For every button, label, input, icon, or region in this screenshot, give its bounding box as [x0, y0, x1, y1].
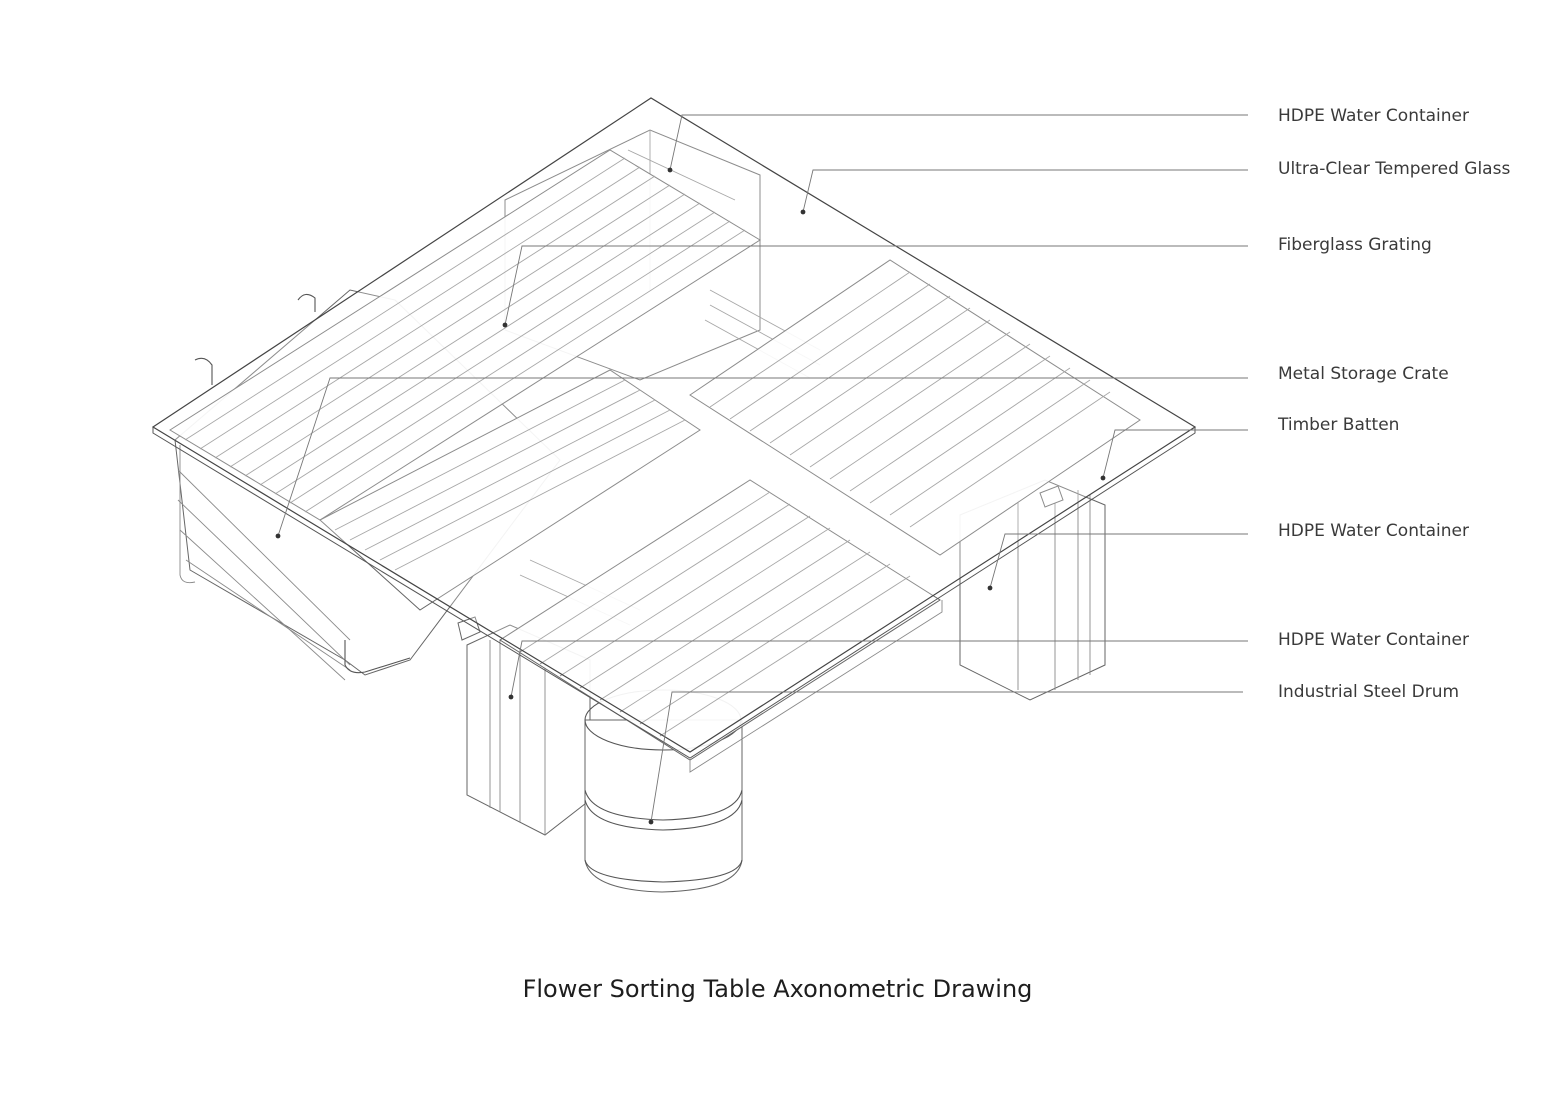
label-industrial-steel-drum: Industrial Steel Drum [1278, 682, 1460, 702]
tempered-glass-top [151, 97, 1197, 759]
hdpe-water-container-right [959, 479, 1106, 701]
label-metal-storage-crate: Metal Storage Crate [1278, 364, 1449, 384]
label-hdpe-water-container-1: HDPE Water Container [1278, 106, 1470, 126]
label-ultra-clear-tempered-glass: Ultra-Clear Tempered Glass [1278, 159, 1511, 179]
fiberglass-grating [169, 149, 1141, 773]
leader-lines [275, 114, 1248, 825]
label-fiberglass-grating: Fiberglass Grating [1278, 235, 1432, 255]
label-hdpe-water-container-3: HDPE Water Container [1278, 630, 1470, 650]
drawing-caption: Flower Sorting Table Axonometric Drawing [522, 975, 1033, 1003]
label-hdpe-water-container-2: HDPE Water Container [1278, 521, 1470, 541]
label-timber-batten: Timber Batten [1278, 415, 1400, 435]
